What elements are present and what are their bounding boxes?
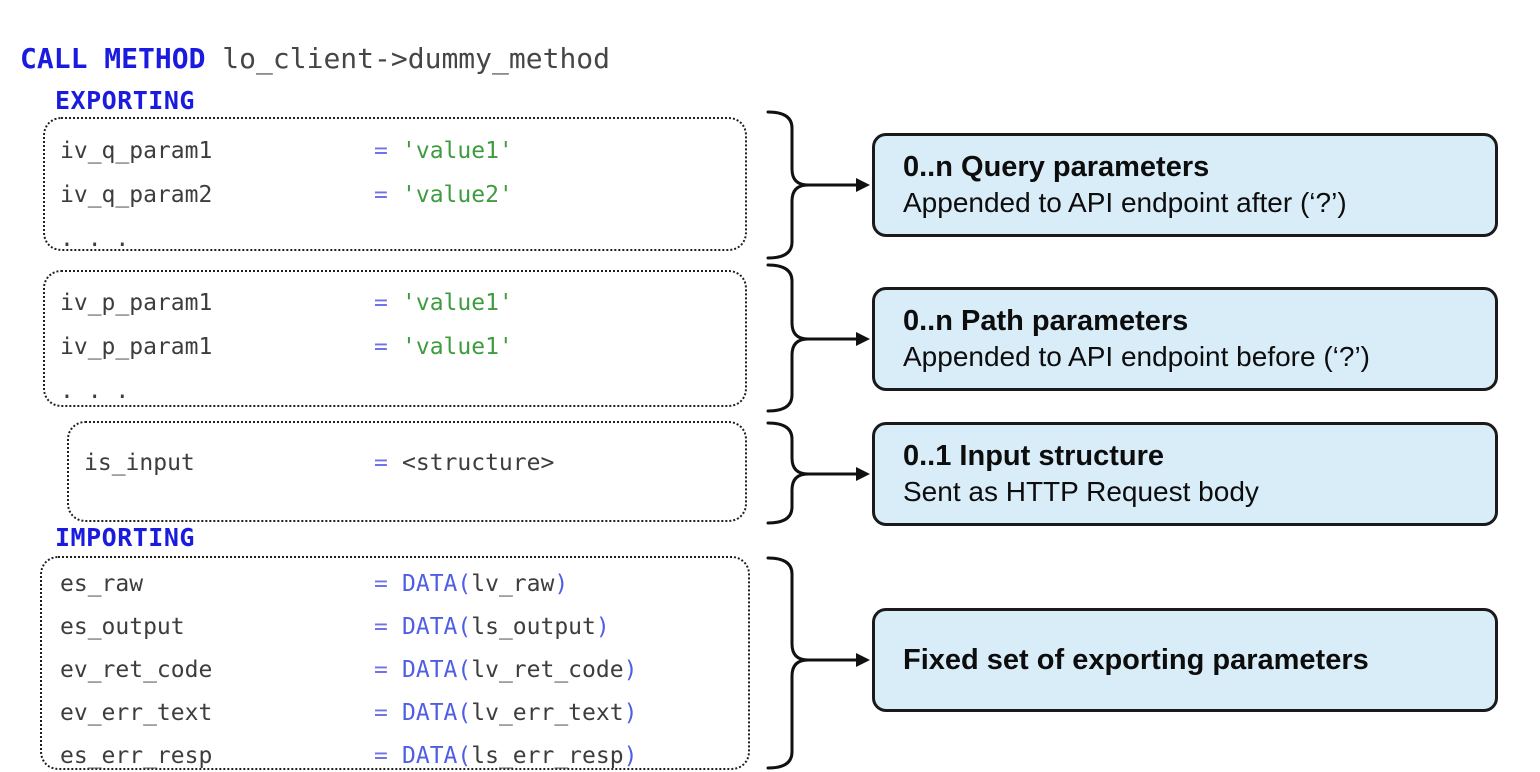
assignment-operator: = <box>374 450 388 476</box>
code-line: . . . <box>60 369 745 413</box>
assignment-operator: = <box>374 657 388 683</box>
code-line: ev_err_text = DATA(lv_err_text) <box>60 692 748 735</box>
parameter-value-token: 'value2' <box>402 182 513 208</box>
parameter-name: iv_p_param1 <box>60 290 213 316</box>
parameter-value-token: 'value1' <box>402 138 513 164</box>
parameter-name: es_err_resp <box>60 743 213 769</box>
method-target: lo_client->dummy_method <box>205 42 611 75</box>
parameter-name: iv_q_param1 <box>60 138 213 164</box>
parameter-value-token: DATA( <box>402 743 472 769</box>
param-group-importing: es_raw=DATA(lv_raw)es_output=DATA(ls_out… <box>40 556 750 770</box>
parameter-name: ev_err_text <box>60 700 213 726</box>
arrowhead-icon <box>856 332 870 346</box>
annotation-subtitle: Appended to API endpoint after (‘?’) <box>903 187 1347 218</box>
code-line: iv_q_param1 = 'value1' <box>60 129 745 173</box>
parameter-value-token: <structure> <box>402 450 555 476</box>
assignment-operator: = <box>374 138 388 164</box>
code-line: is_input = <structure> <box>84 441 745 485</box>
parameter-value-token: lv_err_text <box>471 700 624 726</box>
annotation-path-parameters: 0..n Path parameters Appended to API end… <box>872 287 1498 391</box>
parameter-name: iv_p_param1 <box>60 334 213 360</box>
brace-arrow-connector-path <box>766 263 870 413</box>
code-line: es_err_resp = DATA(ls_err_resp) <box>60 735 748 772</box>
code-line: ev_ret_code = DATA(lv_ret_code) <box>60 649 748 692</box>
annotation-importing-parameters: Fixed set of exporting parameters <box>872 608 1498 712</box>
param-group-query: iv_q_param1 = 'value1' iv_q_param2 = 'value2'… <box>43 117 747 252</box>
code-line: es_raw = DATA(lv_raw) <box>60 563 748 606</box>
arrowhead-icon <box>856 178 870 192</box>
parameter-name: is_input <box>84 450 195 476</box>
annotation-title: 0..n Query parameters <box>903 151 1210 183</box>
parameter-name: es_output <box>60 614 185 640</box>
brace-arrow-connector-query <box>766 110 870 260</box>
parameter-name: . . . <box>60 378 130 404</box>
assignment-operator: = <box>374 614 388 640</box>
call-method-keyword: CALL METHOD <box>20 42 206 75</box>
code-line: iv_p_param1 = 'value1' <box>60 325 745 369</box>
code-line: es_output = DATA(ls_output) <box>60 606 748 649</box>
assignment-operator: = <box>374 743 388 769</box>
abap-call-statement: CALL METHOD lo_client->dummy_method <box>20 42 610 75</box>
arrowhead-icon <box>856 653 870 667</box>
parameter-value-token: ) <box>554 571 569 597</box>
annotation-title: 0..1 Input structure <box>903 440 1165 472</box>
brace-arrow-connector-importing <box>766 556 870 770</box>
parameter-name: es_raw <box>60 571 144 597</box>
exporting-label: EXPORTING <box>55 86 195 115</box>
parameter-value-token: lv_raw <box>471 571 555 597</box>
importing-label: IMPORTING <box>55 523 195 552</box>
assignment-operator: = <box>374 290 388 316</box>
code-line: iv_q_param2 = 'value2' <box>60 173 745 217</box>
parameter-name: ev_ret_code <box>60 657 213 683</box>
parameter-value-token: ) <box>595 614 610 640</box>
brace-arrow-connector-input <box>766 421 870 525</box>
parameter-name: . . . <box>60 226 130 252</box>
parameter-value-token: ) <box>623 743 638 769</box>
parameter-value-token: 'value1' <box>402 334 513 360</box>
parameter-value-token: lv_ret_code <box>471 657 624 683</box>
parameter-value-token: DATA( <box>402 657 472 683</box>
parameter-value-token: DATA( <box>402 571 472 597</box>
annotation-subtitle: Sent as HTTP Request body <box>903 476 1259 507</box>
annotation-query-parameters: 0..n Query parameters Appended to API en… <box>872 133 1498 237</box>
code-line: iv_p_param1 = 'value1' <box>60 281 745 325</box>
parameter-name: iv_q_param2 <box>60 182 213 208</box>
parameter-value-token: DATA( <box>402 614 472 640</box>
annotation-input-structure: 0..1 Input structure Sent as HTTP Reques… <box>872 422 1498 526</box>
parameter-value-token: ) <box>623 657 638 683</box>
assignment-operator: = <box>374 334 388 360</box>
param-group-input-structure: is_input = <structure> <box>67 421 747 522</box>
parameter-value-token: 'value1' <box>402 290 513 316</box>
parameter-value-token: ls_output <box>471 614 596 640</box>
param-group-path: iv_p_param1 = 'value1' iv_p_param1 = 'value1'… <box>43 270 747 407</box>
arrowhead-icon <box>856 467 870 481</box>
annotation-subtitle: Appended to API endpoint before (‘?’) <box>903 341 1371 372</box>
annotation-title: 0..n Path parameters <box>903 305 1189 337</box>
code-line: . . . <box>60 217 745 261</box>
parameter-value-token: DATA( <box>402 700 472 726</box>
annotation-title: Fixed set of exporting parameters <box>903 644 1369 676</box>
assignment-operator: = <box>374 182 388 208</box>
parameter-value-token: ls_err_resp <box>471 743 624 769</box>
assignment-operator: = <box>374 571 388 597</box>
assignment-operator: = <box>374 700 388 726</box>
parameter-value-token: ) <box>623 700 638 726</box>
